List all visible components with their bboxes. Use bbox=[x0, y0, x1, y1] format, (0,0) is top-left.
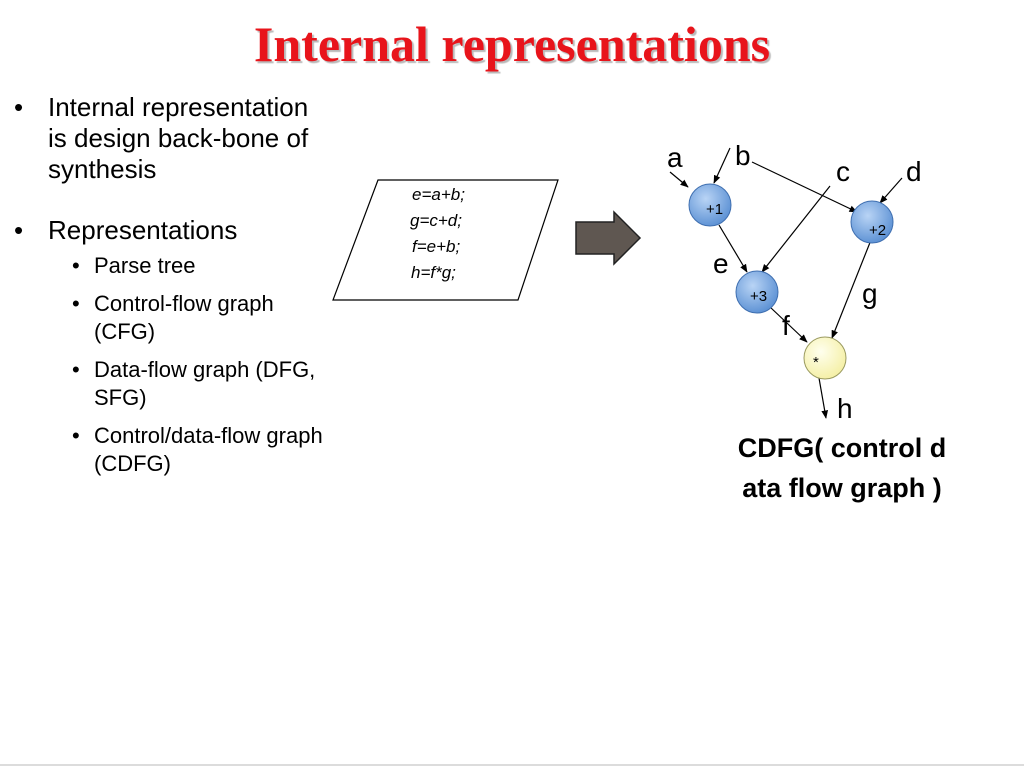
input-b-label: b bbox=[735, 140, 751, 171]
edge-plus3-to-mult bbox=[769, 306, 808, 343]
node-plus1 bbox=[688, 183, 732, 227]
input-c-label: c bbox=[836, 156, 850, 187]
edge-f-label: f bbox=[782, 310, 790, 341]
bullet-content: Internal representation is design back-b… bbox=[14, 92, 324, 488]
edge-b-to-plus2 bbox=[751, 161, 858, 213]
output-h-label: h bbox=[837, 393, 853, 424]
code-line-1: e=a+b; bbox=[412, 185, 465, 204]
edge-plus1-to-plus3 bbox=[718, 224, 748, 273]
node-plus3 bbox=[735, 270, 779, 314]
node-plus2 bbox=[850, 200, 894, 244]
code-line-2: g=c+d; bbox=[410, 211, 462, 230]
diagram-caption: CDFG( control data flow graph ) bbox=[737, 433, 947, 503]
node-plus3-label: +3 bbox=[750, 288, 767, 305]
slide-bottom-divider bbox=[0, 764, 1024, 766]
representations-sub-list: Parse tree Control-flow graph (CFG) Data… bbox=[48, 252, 324, 478]
node-plus2-label: +2 bbox=[869, 222, 886, 239]
node-mult bbox=[803, 336, 847, 380]
edge-a-to-plus1 bbox=[669, 171, 689, 188]
sub-bullet-parse-tree: Parse tree bbox=[48, 252, 334, 280]
bullet-representations: Representations Parse tree Control-flow … bbox=[14, 215, 324, 478]
sub-bullet-cfg: Control-flow graph (CFG) bbox=[48, 290, 334, 346]
svg-text:e=a+b; g=c+d; f=e+b;: e=a+b; g=c+d; f=e+b; h=f*g; bbox=[410, 185, 470, 282]
node-mult-label: * bbox=[813, 354, 819, 371]
input-a-label: a bbox=[667, 142, 683, 173]
slide-title: Internal representations bbox=[253, 16, 771, 72]
bullet-representations-label: Representations bbox=[48, 215, 238, 245]
edge-plus2-to-mult bbox=[831, 239, 872, 339]
code-box-parallelogram bbox=[332, 179, 559, 301]
edge-mult-to-h bbox=[818, 377, 829, 419]
input-d-label: d bbox=[906, 156, 922, 187]
sub-bullet-dfg: Data-flow graph (DFG, SFG) bbox=[48, 356, 334, 412]
edge-b-to-plus1 bbox=[713, 147, 731, 184]
code-line-4: h=f*g; bbox=[411, 263, 456, 282]
edge-g-label: g bbox=[862, 278, 878, 309]
transform-arrow-icon bbox=[575, 210, 642, 266]
node-plus1-label: +1 bbox=[706, 201, 723, 218]
code-line-3: f=e+b; bbox=[412, 237, 460, 256]
edge-d-to-plus2 bbox=[879, 177, 903, 204]
sub-bullet-cdfg: Control/data-flow graph (CDFG) bbox=[48, 422, 334, 478]
bullet-internal-representation: Internal representation is design back-b… bbox=[14, 92, 324, 185]
edge-e-label: e bbox=[713, 248, 729, 279]
edge-c-to-plus3 bbox=[761, 185, 831, 273]
